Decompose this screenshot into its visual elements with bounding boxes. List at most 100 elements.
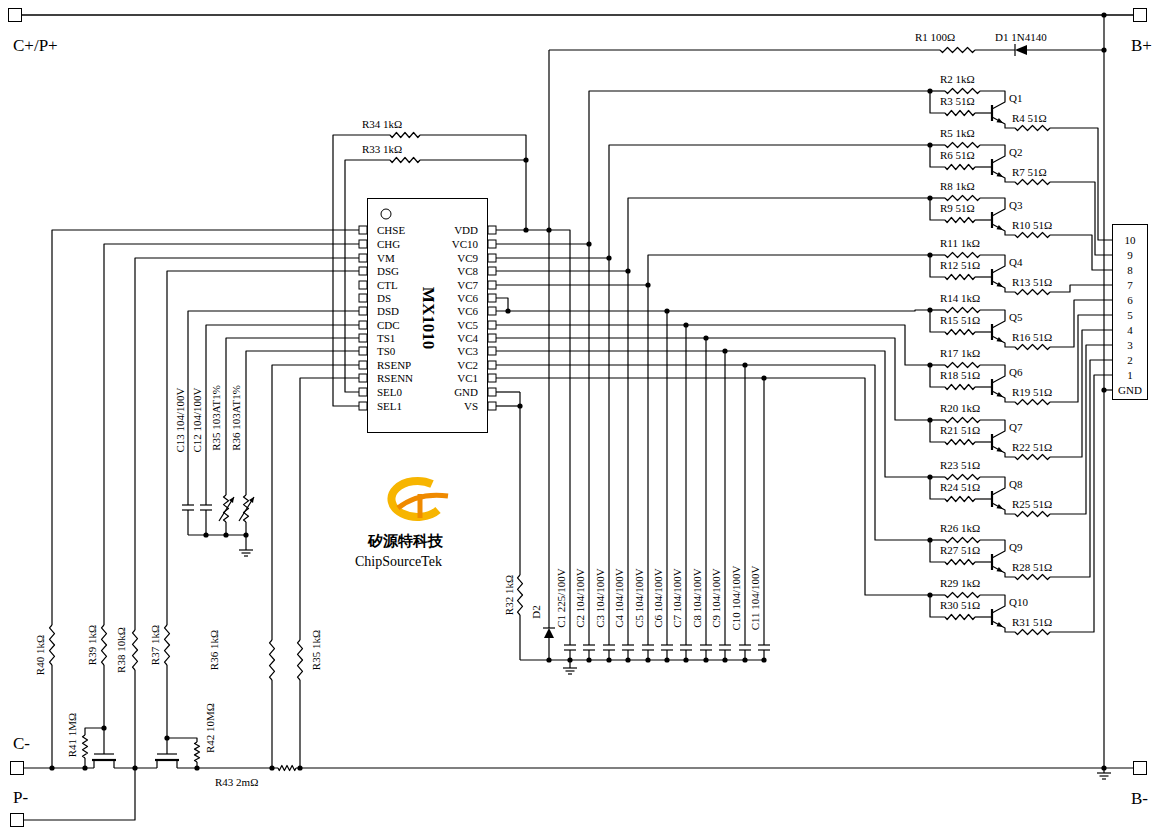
junction-dot bbox=[683, 657, 688, 662]
resistor-symbol bbox=[1015, 345, 1050, 350]
resistor-symbol bbox=[945, 615, 975, 620]
connector-block: 10987654321GND bbox=[1112, 224, 1148, 400]
junction-dot bbox=[927, 195, 932, 200]
component-label: R34 1kΩ bbox=[362, 118, 402, 130]
resistor-symbol bbox=[224, 495, 229, 522]
wire bbox=[271, 680, 272, 768]
junction-dot bbox=[269, 765, 274, 770]
component-label: R31 51Ω bbox=[1012, 616, 1052, 628]
mosfet-symbol bbox=[94, 753, 114, 754]
resistor-symbol bbox=[945, 143, 980, 148]
component-label: R14 1kΩ bbox=[940, 292, 980, 304]
wire bbox=[519, 392, 520, 575]
resistor-symbol bbox=[1015, 233, 1050, 238]
ground-symbol bbox=[239, 549, 253, 550]
transistor-symbol bbox=[992, 621, 1015, 632]
junction-dot bbox=[1101, 47, 1106, 52]
junction-dot bbox=[49, 765, 54, 770]
junction-dot bbox=[606, 255, 611, 260]
resistor-symbol bbox=[945, 218, 975, 223]
ground-symbol bbox=[244, 555, 248, 556]
wire bbox=[975, 276, 992, 277]
junction-dot bbox=[606, 657, 611, 662]
junction-dot bbox=[132, 765, 137, 770]
capacitor-symbol bbox=[719, 644, 731, 645]
connector-pin-number: 9 bbox=[1127, 249, 1133, 261]
resistor-symbol bbox=[940, 48, 975, 53]
component-label-vertical: C5 104/100V bbox=[633, 568, 645, 628]
component-label-vertical: C3 104/100V bbox=[594, 568, 606, 628]
mosfet-symbol bbox=[92, 759, 116, 761]
wire bbox=[496, 391, 520, 392]
component-label-vertical: R36 103AT1% bbox=[230, 385, 242, 451]
transistor-symbol bbox=[991, 212, 993, 228]
wire bbox=[666, 311, 667, 645]
component-label-vertical: R36 1kΩ bbox=[208, 630, 220, 670]
component-label: Q4 bbox=[1009, 256, 1022, 268]
thermistor-arrow bbox=[249, 497, 254, 503]
component-label-vertical: R39 1kΩ bbox=[86, 625, 98, 665]
transistor-symbol bbox=[992, 117, 1015, 128]
resistor-symbol bbox=[945, 308, 980, 313]
resistor-symbol bbox=[518, 575, 523, 615]
component-label: R22 51Ω bbox=[1012, 441, 1052, 453]
ground-symbol bbox=[568, 673, 572, 674]
wire bbox=[496, 324, 686, 325]
capacitor-symbol bbox=[622, 644, 634, 645]
capacitor-symbol bbox=[200, 504, 212, 505]
junction-dot bbox=[927, 142, 932, 147]
wire bbox=[187, 510, 188, 535]
capacitor-symbol bbox=[564, 644, 576, 645]
component-label: R9 51Ω bbox=[940, 202, 975, 214]
wire bbox=[1050, 235, 1112, 270]
capacitor-symbol bbox=[583, 644, 595, 645]
component-label: R23 51Ω bbox=[940, 459, 980, 471]
wire bbox=[496, 230, 570, 645]
resistor-symbol bbox=[1015, 400, 1050, 405]
junction-dot bbox=[927, 88, 932, 93]
component-label: R43 2mΩ bbox=[215, 776, 258, 788]
transistor-arrow bbox=[997, 392, 1004, 397]
wire bbox=[1027, 49, 1104, 50]
pin-pad bbox=[359, 347, 367, 355]
component-label-vertical: D2 bbox=[530, 605, 542, 618]
component-label: R28 51Ω bbox=[1012, 561, 1052, 573]
pin-pad bbox=[359, 361, 367, 369]
component-label-vertical: C1 225/100V bbox=[555, 568, 567, 628]
component-label: R13 51Ω bbox=[1012, 276, 1052, 288]
wire bbox=[975, 331, 992, 332]
component-label: R10 51Ω bbox=[1012, 219, 1052, 231]
pin-pad bbox=[359, 321, 367, 329]
terminal-label: B- bbox=[1131, 789, 1148, 809]
junction-dot bbox=[586, 657, 591, 662]
wire bbox=[496, 257, 609, 258]
wire bbox=[496, 405, 520, 406]
pin-name: TS1 bbox=[377, 332, 395, 344]
pin-pad bbox=[488, 226, 496, 234]
transistor-symbol bbox=[992, 566, 1015, 577]
pin-pad bbox=[359, 254, 367, 262]
resistor-symbol bbox=[945, 111, 975, 116]
component-label-vertical: C13 104/100V bbox=[174, 387, 186, 452]
transistor-symbol bbox=[991, 269, 993, 285]
junction-dot bbox=[742, 657, 747, 662]
component-label: R26 1kΩ bbox=[940, 522, 980, 534]
junction-dot bbox=[567, 657, 572, 662]
wire bbox=[975, 561, 992, 562]
wire bbox=[104, 244, 359, 625]
resistor-symbol bbox=[50, 625, 55, 665]
component-label: D1 1N4140 bbox=[995, 31, 1047, 43]
wire bbox=[246, 351, 359, 495]
component-label-vertical: C9 104/100V bbox=[710, 568, 722, 628]
mosfet-symbol bbox=[93, 760, 94, 768]
pin-name: VC9 bbox=[457, 252, 478, 264]
pin-name: VC7 bbox=[457, 279, 478, 291]
component-label: Q7 bbox=[1009, 421, 1022, 433]
component-label: R5 1kΩ bbox=[940, 127, 975, 139]
pin-name: VC6 bbox=[457, 305, 478, 317]
pin-pad bbox=[359, 334, 367, 342]
junction-dot bbox=[683, 322, 688, 327]
component-label: R17 1kΩ bbox=[940, 347, 980, 359]
terminal-pad: P- bbox=[10, 813, 24, 827]
pin-name: VC4 bbox=[457, 332, 478, 344]
